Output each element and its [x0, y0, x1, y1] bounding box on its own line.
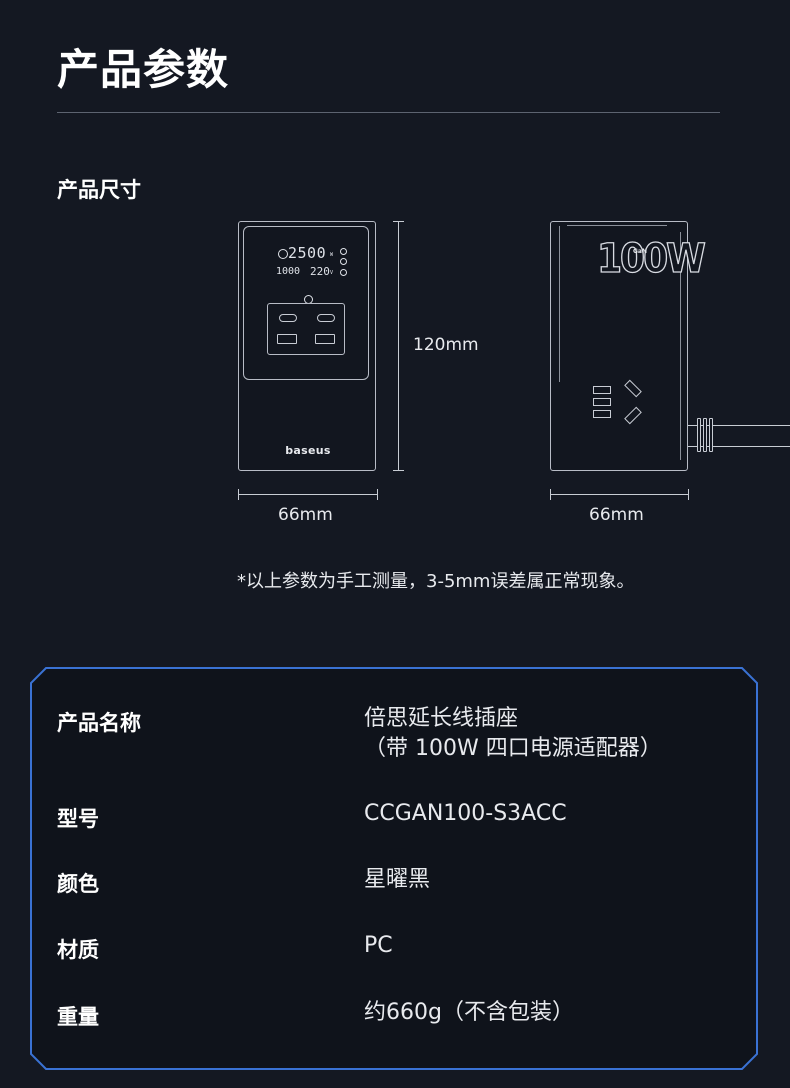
socket-pin-icon [624, 379, 642, 398]
spec-value-name-line1: 倍思延长线插座 [364, 706, 519, 731]
spec-label-name: 产品名称 [57, 711, 141, 735]
spec-label-color: 颜色 [57, 872, 99, 896]
spec-value-model: CCGAN100-S3ACC [364, 801, 567, 826]
spec-label-weight: 重量 [57, 1005, 99, 1029]
spec-value-name-line2: （带 100W 四口电源适配器） [364, 736, 662, 761]
socket-slot-icon [593, 386, 611, 394]
gan-label: GaN [633, 248, 647, 255]
section-title-dimensions: 产品尺寸 [57, 178, 141, 202]
spec-label-model: 型号 [57, 807, 99, 831]
brand-logo: baseus [285, 444, 331, 457]
usb-a-port-icon [315, 334, 335, 344]
status-icon-2 [340, 258, 347, 265]
side-width-tick-right [688, 489, 689, 500]
front-width-label: 66mm [278, 505, 333, 525]
side-strip [554, 226, 560, 382]
socket-slot-icon [593, 410, 611, 418]
height-tick-top [393, 221, 404, 222]
height-tick-bottom [393, 470, 404, 471]
usb-c-port-icon [279, 314, 297, 322]
power-unit: W [330, 252, 334, 258]
spec-value-weight: 约660g（不含包装） [364, 1000, 574, 1025]
measurement-note: *以上参数为手工测量，3-5mm误差属正常现象。 [237, 571, 635, 592]
side-cap [680, 232, 687, 460]
voltage-unit: V [330, 270, 334, 276]
side-width-dimension-line [550, 494, 689, 495]
spec-value-color: 星曜黑 [364, 867, 431, 892]
front-width-tick-left [238, 489, 239, 500]
height-label: 120mm [413, 335, 479, 355]
front-view-drawing: 2500 W 1000 220 V baseus [238, 221, 376, 471]
front-width-tick-right [377, 489, 378, 500]
cable-ring [709, 418, 713, 452]
spec-value-material: PC [364, 933, 393, 958]
height-dimension-line [398, 221, 399, 471]
power-value: 2500 [288, 244, 327, 262]
side-width-tick-left [550, 489, 551, 500]
display-panel: 2500 W 1000 220 V [243, 226, 369, 380]
page-title: 产品参数 [57, 45, 230, 94]
power-badge: 100W [596, 235, 706, 282]
status-icon-3 [340, 269, 347, 276]
usb-port-panel [267, 303, 345, 355]
side-width-label: 66mm [589, 505, 644, 525]
socket-slot-icon [593, 398, 611, 406]
usb-c-port-icon [317, 314, 335, 322]
clock-icon [278, 249, 288, 259]
usb-a-port-icon [277, 334, 297, 344]
current-value: 1000 [276, 266, 301, 277]
front-width-dimension-line [238, 494, 378, 495]
voltage-value: 220 [310, 265, 330, 278]
cable-ring [703, 418, 707, 452]
cable-ring [697, 418, 701, 452]
side-top-edge [567, 222, 667, 226]
side-view-drawing: 100W GaN [550, 221, 706, 471]
title-divider [57, 112, 720, 113]
socket-pin-icon [624, 406, 642, 425]
power-cable [688, 425, 790, 447]
status-icon-1 [340, 248, 347, 255]
spec-label-material: 材质 [57, 938, 99, 962]
